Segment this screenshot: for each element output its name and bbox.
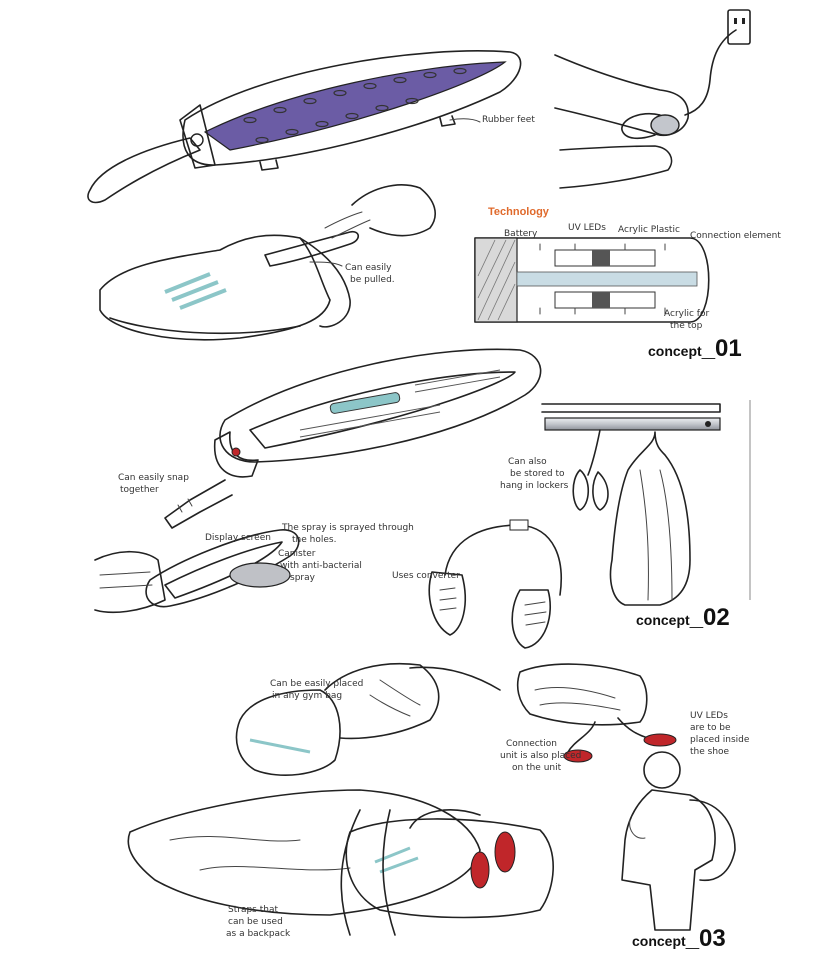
note-gym-bag-2: in any gym bag (272, 691, 342, 701)
shoe-with-insert-sketch (99, 184, 436, 341)
note-display-screen: Display screen (205, 533, 271, 543)
note-rubber-feet: Rubber feet (482, 115, 535, 125)
concept-01-number: _01 (701, 335, 742, 362)
note-uv-leds-shoe-4: the shoe (690, 747, 730, 757)
hand-holding-spray-unit-sketch (94, 529, 300, 614)
concept-02-label: concept_02 (636, 604, 730, 632)
locker-hanging-sketch (541, 400, 751, 606)
note-uv-leds-shoe-2: are to be (690, 723, 731, 733)
note-straps-1: Straps that (228, 905, 278, 915)
note-acrylic-plastic: Acrylic Plastic (618, 225, 680, 235)
concept-01-prefix: concept (648, 343, 702, 359)
concept-03-number: _03 (685, 925, 726, 952)
note-stored-1: Can also (508, 457, 547, 467)
note-connection-element: Connection element (690, 231, 781, 241)
pouch-with-uv-units-sketch (516, 663, 677, 763)
concept-02-prefix: concept (636, 612, 690, 628)
note-canister-2: with anti-bacterial (280, 561, 362, 571)
note-straps-3: as a backpack (226, 929, 291, 939)
note-connection-unit-1: Connection (506, 739, 557, 749)
note-connection-unit-2: unit is also placed (500, 751, 581, 761)
note-straps-2: can be used (228, 917, 283, 927)
concept-01-sterilizer-device (87, 50, 522, 204)
note-connection-unit-3: on the unit (512, 763, 562, 773)
concept-03-label: concept_03 (632, 925, 726, 953)
drawstring-bag-with-shoes-sketch (127, 789, 554, 936)
note-acrylic-top-1: Acrylic for (664, 309, 709, 319)
note-snap-together-1: Can easily snap (118, 473, 189, 483)
note-uv-leds-shoe-1: UV LEDs (690, 711, 728, 721)
concept-01-label: concept_01 (648, 335, 742, 363)
note-canister-1: Canister (278, 549, 316, 559)
concept-03-prefix: concept (632, 933, 686, 949)
note-battery: Battery (504, 229, 538, 239)
concept-02-number: _02 (689, 604, 730, 631)
note-easily-pulled-1: Can easily (345, 263, 392, 273)
note-easily-pulled-2: be pulled. (350, 275, 395, 285)
note-acrylic-top-2: the top (670, 321, 703, 331)
note-canister-3: spray (290, 573, 316, 583)
gym-bag-placement-sketch (235, 662, 501, 776)
note-uses-converter: Uses converter (392, 571, 460, 581)
note-spray-2: the holes. (292, 535, 336, 545)
connected-units-with-strap-sketch (428, 519, 562, 649)
man-with-backpack-sketch (621, 751, 736, 931)
note-gym-bag-1: Can be easily placed (270, 679, 363, 689)
concept-02-sterilizer-device (164, 348, 542, 529)
note-spray-1: The spray is sprayed through (281, 523, 414, 533)
note-stored-3: hang in lockers (500, 481, 569, 491)
note-uv-leds-shoe-3: placed inside (690, 735, 750, 745)
hand-plugging-into-outlet-sketch (554, 9, 751, 189)
note-stored-2: be stored to (510, 469, 565, 479)
note-uv-leds: UV LEDs (568, 223, 606, 233)
technology-heading: Technology (488, 206, 549, 218)
technology-cross-section (474, 237, 710, 323)
note-snap-together-2: together (120, 485, 159, 495)
